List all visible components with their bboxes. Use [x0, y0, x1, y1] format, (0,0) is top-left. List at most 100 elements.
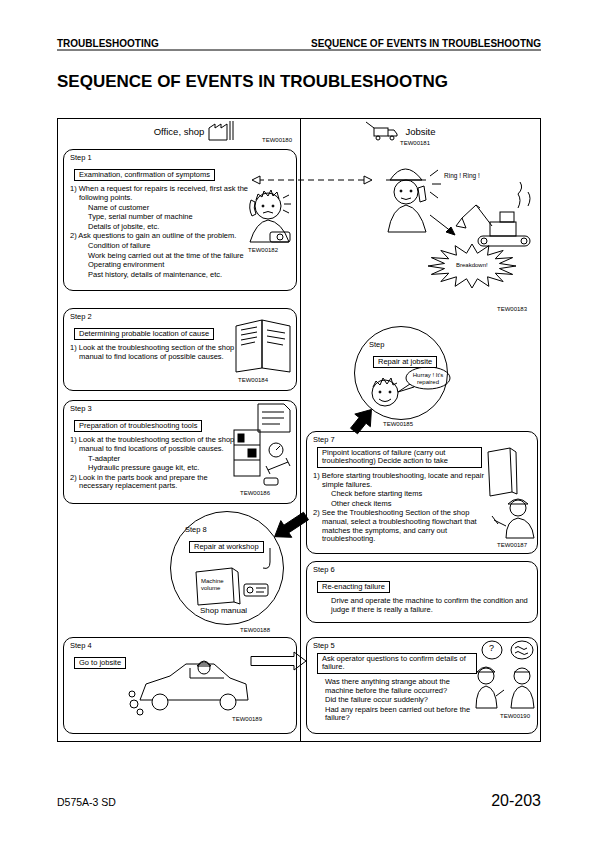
person-phone [250, 190, 291, 242]
step-body-text: Had any repairs been carried out before … [325, 706, 475, 723]
truck-icon [366, 122, 397, 140]
figure-code: TEW00189 [232, 716, 262, 723]
speech-text: Hurray ! It's repaired [409, 372, 447, 385]
step-body-text: Name of customer [88, 204, 258, 213]
step-circle: StepRepair at jobsite [354, 326, 448, 420]
inner-box-slot: Repair at jobsite [369, 350, 447, 372]
figure-code: TEW00188 [240, 627, 270, 634]
mechanic-phone [386, 169, 455, 235]
step-body-text: T-adapter [88, 455, 246, 464]
flow-arrow [251, 652, 306, 670]
figure-code: TEW00182 [248, 247, 278, 254]
step-box: Step 5 Ask operator questions to confirm … [306, 637, 538, 734]
step-body-text: Operating environment [88, 261, 258, 270]
step-title-box: Examination, confirmation of symptoms [74, 169, 215, 182]
step-body-text: Work being carried out at the time of th… [88, 252, 258, 261]
step-body-text: 1) Before starting troubleshooting, loca… [313, 472, 487, 489]
figure-code: TEW00185 [383, 421, 413, 428]
box-title: Ask operator questions to confirm detail… [322, 655, 472, 672]
book-label: Shop manual [200, 607, 247, 616]
figure-code: TEW00180 [262, 137, 292, 144]
sound-text: Ring ! Ring ! [444, 172, 480, 179]
step-number: Step 6 [313, 566, 531, 575]
step-title-box: Re-enacting failure [317, 581, 390, 594]
box-title: Determining probable location of cause [79, 330, 209, 339]
dashed-arrow [258, 180, 366, 181]
step-box: Step 6 Re-enacting failureDrive and opera… [306, 561, 538, 623]
step-box: Step 4 Go to jobsite [63, 637, 297, 734]
step-box: Step 2 Determining probable location of c… [63, 308, 297, 391]
column-panel: Office, shopStep 1Examination, confirmat… [57, 118, 301, 742]
figure-code: TEW00187 [497, 542, 527, 549]
step-body-text: Drive and operate the machine to confirm… [331, 597, 531, 614]
box-title: Repair at jobsite [378, 358, 432, 367]
step-body-text: Type, serial number of machine [88, 213, 258, 222]
toolbox [234, 404, 290, 485]
mechanic-working [488, 448, 534, 538]
step-title-box: Ask operator questions to confirm detail… [317, 653, 477, 674]
breakdown-burst [428, 244, 516, 288]
step-number: Step 5 [313, 642, 531, 651]
step-body-text: Condition of failure [88, 242, 258, 251]
step-body-text: 2) See the Troubleshooting Section of th… [313, 509, 487, 544]
step-body-text: Details of jobsite, etc. [88, 223, 258, 232]
box-title: Re-enacting failure [322, 583, 385, 592]
column-heading: Jobsite [301, 119, 540, 138]
step-body-text: Check before starting items [331, 490, 496, 499]
factory-icon [209, 121, 233, 140]
step-number: Step 8 [185, 526, 283, 535]
step-body-text: Hydraulic pressure gauge kit, etc. [88, 464, 246, 473]
step-number: Step 2 [70, 313, 290, 322]
exclamation-text: Breakdown! [456, 262, 488, 269]
step-title-box: Preparation of troubleshooting tools [74, 420, 202, 433]
step-body-text: Past history, details of maintenance, et… [88, 271, 258, 280]
figure-code: TEW00183 [497, 306, 527, 313]
step-number: Step 4 [70, 642, 290, 651]
inner-box-slot: Determining probable location of cause [70, 322, 290, 344]
flow-arrow [275, 512, 309, 537]
step-title-box: Repair at jobsite [373, 356, 437, 369]
page-number: 20-203 [491, 792, 541, 810]
operator-and-mechanic [476, 641, 534, 708]
step-box: Step 3 Preparation of troubleshooting too… [63, 400, 297, 504]
step-number: Step 7 [313, 436, 531, 445]
step-title-box: Go to jobsite [74, 657, 126, 670]
step-box: Step 7 Pinpoint locations of failure (car… [306, 431, 538, 554]
excavator [456, 182, 530, 246]
question-mark: ? [489, 644, 494, 654]
step-number: Step [369, 341, 447, 350]
machine-volume-book [196, 548, 270, 605]
box-title: Pinpoint locations of failure (carry out… [322, 449, 477, 466]
figure-code: TEW00186 [240, 490, 270, 497]
step-body-text: Other check items [331, 500, 496, 509]
step-body-text: 1) Look at the troubleshooting section o… [70, 436, 237, 453]
book [236, 320, 290, 372]
step-title-box: Repair at workshop [189, 541, 264, 554]
box-title: Preparation of troubleshooting tools [79, 422, 197, 431]
car [129, 661, 248, 715]
step-body-text: 1) When a request for repairs is receive… [70, 185, 249, 202]
box-title: Examination, confirmation of symptoms [79, 171, 210, 180]
model-name: D575A-3 SD [57, 797, 116, 809]
inner-box-slot: Examination, confirmation of symptoms [70, 163, 290, 185]
step-title-box: Pinpoint locations of failure (carry out… [317, 447, 482, 468]
inner-box-slot: Go to jobsite [70, 651, 290, 673]
step-body-text: 1) Look at the troubleshooting section o… [70, 344, 237, 361]
step-circle: Step 8 Repair at workshop [170, 511, 284, 625]
column-panel: JobsiteStepRepair at jobsiteStep 7 Pinpoi… [300, 118, 541, 742]
step-box: Step 1Examination, confirmation of sympt… [63, 149, 297, 291]
inner-box-slot: Re-enacting failure [313, 575, 531, 597]
step-body-text: 2) Ask questions to gain an outline of t… [70, 232, 249, 241]
happy-face [372, 367, 450, 406]
step-body-text: Was there anything strange about the mac… [325, 678, 475, 695]
running-header: TROUBLESHOOTING [57, 38, 159, 49]
box-title: Go to jobsite [79, 659, 121, 668]
column-heading: Office, shop [58, 119, 300, 138]
step-number: Step 3 [70, 405, 290, 414]
figure-code: TEW00184 [238, 377, 268, 384]
inner-box-slot: Repair at workshop [185, 535, 283, 557]
figure-code: TEW00190 [500, 713, 530, 720]
box-title: Repair at workshop [194, 543, 259, 552]
step-body-text: 2) Look in the parts book and prepare th… [70, 474, 237, 491]
step-body-text: Did the failure occur suddenly? [325, 696, 475, 705]
